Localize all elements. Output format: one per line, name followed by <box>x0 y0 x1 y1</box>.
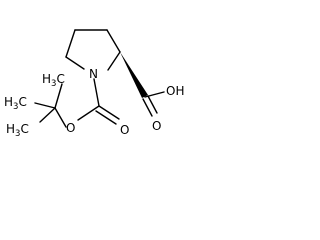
stereo-wedge-bond <box>120 52 148 98</box>
carbamate-c-o-double-bond-a <box>98 105 120 120</box>
n-carbamate-bond <box>93 78 100 107</box>
tbutyl-bond-bottom <box>39 107 56 123</box>
ring-bond-cg-cd <box>65 29 76 58</box>
ester-o-quaternary-bond <box>54 107 67 128</box>
ester-oxygen-label: O <box>66 121 75 135</box>
tbutyl-bond-top <box>54 83 63 109</box>
ring-bond-ca-cb <box>106 29 121 53</box>
acid-carbonyl-oxygen-label: O <box>152 119 161 133</box>
acid-oh-label: OH <box>166 84 184 98</box>
carbamate-c-o-double-bond-b <box>95 110 117 125</box>
methyl-top-label: H3C <box>42 72 65 89</box>
acid-c-o-double-bond-a <box>142 98 153 117</box>
methyl-left-label: H3C <box>4 95 27 112</box>
ring-bond-n-ca <box>107 51 121 71</box>
carbamate-c-o-single-bond <box>77 105 100 121</box>
boc-proline-structure: N OH O O O H3C H3C H3C <box>4 29 184 139</box>
acid-c-o-double-bond-b <box>147 95 158 114</box>
methyl-bottom-label: H3C <box>6 122 29 139</box>
tbutyl-bond-left <box>34 102 56 109</box>
nitrogen-label: N <box>89 67 98 81</box>
carbamate-carbonyl-oxygen-label: O <box>120 123 129 137</box>
ring-bond-cd-n <box>65 56 85 70</box>
